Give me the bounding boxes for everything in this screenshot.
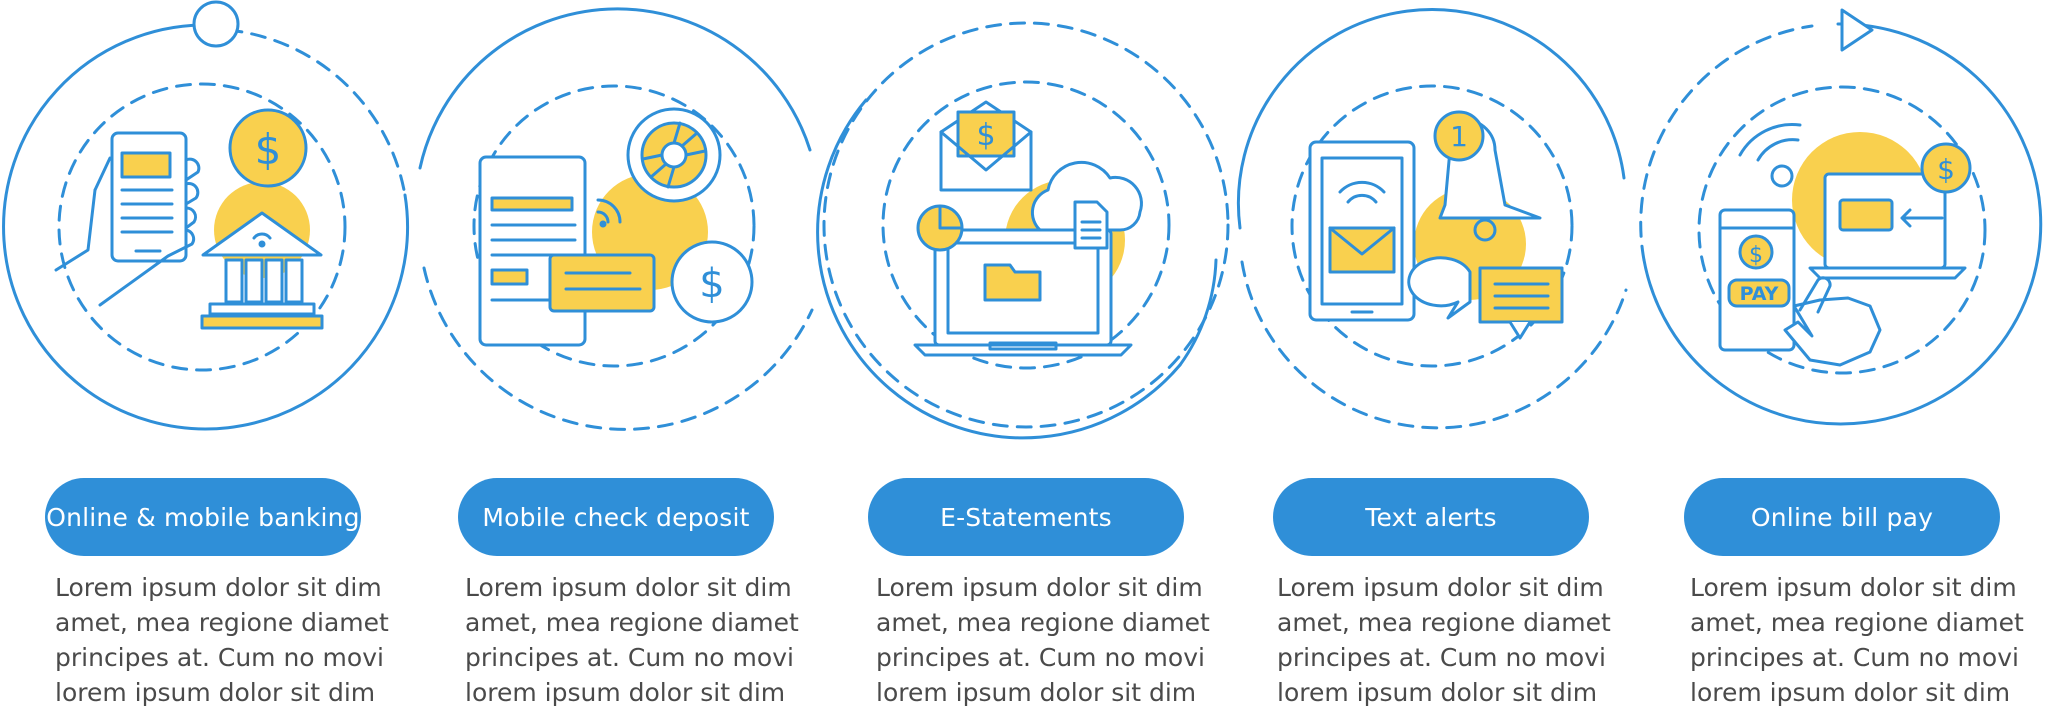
check-deposit-icon — [478, 107, 754, 347]
description-line: lorem ipsum dolor sit dim — [55, 678, 376, 707]
description-line: Lorem ipsum dolor sit dim — [1690, 573, 2017, 602]
description-line: principes at. Cum no movi — [876, 643, 1205, 672]
step-2-description: Lorem ipsum dolor sit dim amet, mea regi… — [465, 570, 799, 710]
description-line: lorem ipsum dolor sit dim — [1277, 678, 1598, 707]
dollar-glyph: $ — [976, 118, 995, 153]
description-line: amet, mea regione diamet — [876, 608, 1210, 637]
step-4-circles — [1236, 7, 1628, 430]
dollar-glyph: $ — [255, 125, 282, 174]
step-1-circles — [2, 0, 410, 431]
play-arrow-icon — [1840, 8, 1874, 52]
start-circle-icon — [192, 0, 240, 48]
step-2-circles — [418, 7, 814, 431]
dollar-glyph: $ — [699, 261, 724, 307]
description-line: amet, mea regione diamet — [55, 608, 389, 637]
description-line: Lorem ipsum dolor sit dim — [1277, 573, 1604, 602]
description-line: lorem ipsum dolor sit dim — [1690, 678, 2011, 707]
step-4-description: Lorem ipsum dolor sit dim amet, mea regi… — [1277, 570, 1611, 710]
notification-badge: 1 — [1450, 120, 1468, 153]
banking-icon — [54, 108, 324, 330]
description-line: Lorem ipsum dolor sit dim — [876, 573, 1203, 602]
step-5-label: Online bill pay — [1684, 478, 2000, 556]
pay-label: PAY — [1740, 283, 1779, 305]
description-line: amet, mea regione diamet — [465, 608, 799, 637]
dollar-glyph: $ — [1937, 153, 1955, 186]
description-line: Lorem ipsum dolor sit dim — [55, 573, 382, 602]
step-2-label: Mobile check deposit — [458, 478, 774, 556]
step-5-description: Lorem ipsum dolor sit dim amet, mea regi… — [1690, 570, 2024, 710]
step-5-circles — [1639, 8, 2043, 426]
step-4-label: Text alerts — [1273, 478, 1589, 556]
dollar-glyph: $ — [1749, 243, 1763, 268]
description-line: Lorem ipsum dolor sit dim — [465, 573, 792, 602]
description-line: principes at. Cum no movi — [55, 643, 384, 672]
description-line: principes at. Cum no movi — [1690, 643, 2019, 672]
step-3-description: Lorem ipsum dolor sit dim amet, mea regi… — [876, 570, 1210, 710]
step-3-label: E-Statements — [868, 478, 1184, 556]
description-line: principes at. Cum no movi — [1277, 643, 1606, 672]
bill-pay-icon — [1718, 123, 1972, 367]
step-3-circles — [816, 21, 1230, 440]
text-alerts-icon — [1308, 110, 1564, 340]
description-line: principes at. Cum no movi — [465, 643, 794, 672]
description-line: amet, mea regione diamet — [1690, 608, 2024, 637]
e-statements-icon — [913, 100, 1143, 357]
description-line: lorem ipsum dolor sit dim — [876, 678, 1197, 707]
description-line: amet, mea regione diamet — [1277, 608, 1611, 637]
description-line: lorem ipsum dolor sit dim — [465, 678, 786, 707]
step-1-label: Online & mobile banking — [45, 478, 361, 556]
step-1-description: Lorem ipsum dolor sit dim amet, mea regi… — [55, 570, 389, 710]
